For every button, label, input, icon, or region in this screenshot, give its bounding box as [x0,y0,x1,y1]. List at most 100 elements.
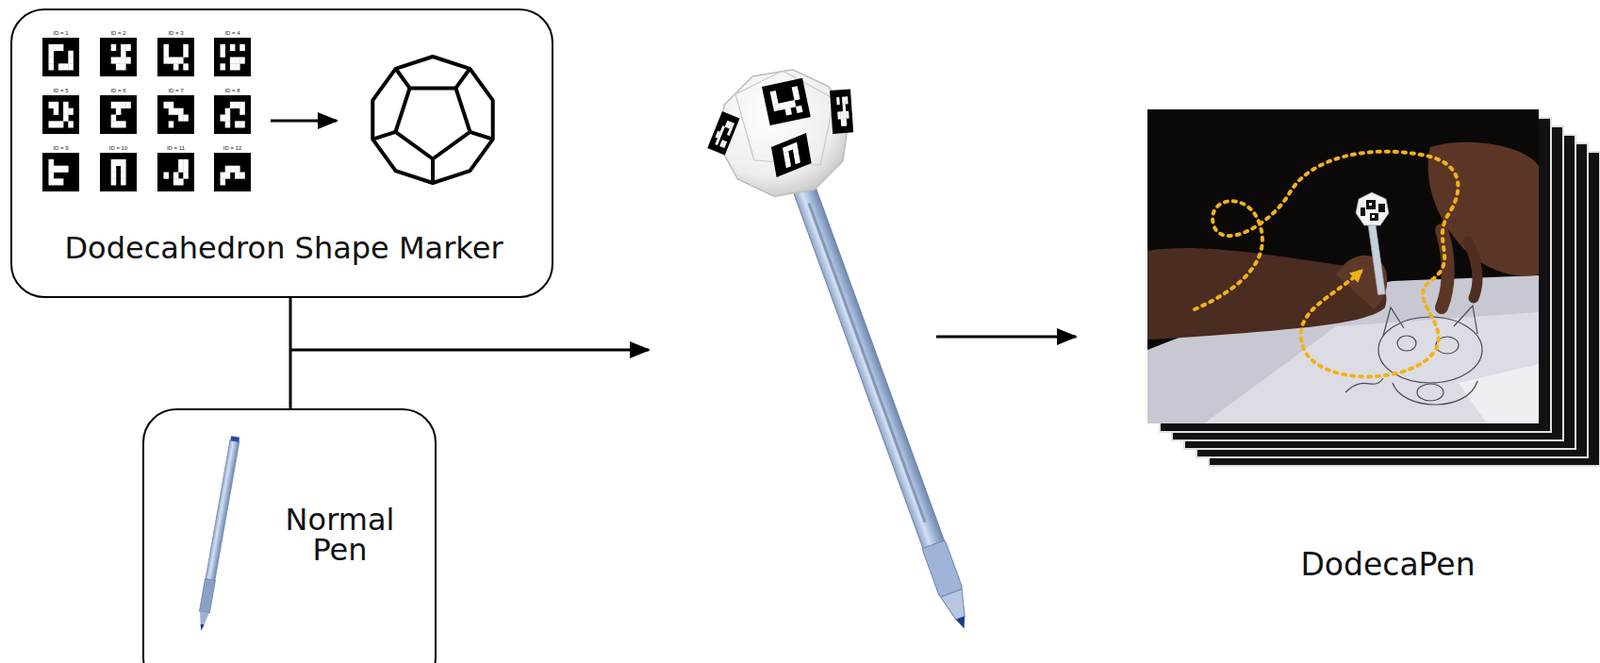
marker-id-label: ID = 8 [214,87,252,95]
marker-cell [178,165,184,173]
marker-cell [182,63,189,70]
pen-illustration [196,435,241,632]
marker-cell [63,101,69,109]
node-label: Normal Pen [266,504,413,565]
marker-cell [49,178,55,185]
marker-cell [230,57,236,65]
marker-cell [168,101,175,109]
marker-cell [120,63,127,70]
marker-cell [111,165,117,173]
marker-cell [63,63,69,70]
node-label: DodecaPen [1251,548,1525,580]
marker-cell [111,57,117,65]
marker-cell [58,44,65,51]
marker-cell [67,63,74,70]
marker-cell [178,115,184,122]
marker-cell [785,161,792,169]
marker-id-label: ID = 11 [157,145,196,152]
marker-cell [120,44,127,51]
marker-cell [234,120,241,128]
marker-cell [220,172,227,180]
marker-cell [795,105,804,114]
marker-cell [178,57,184,65]
marker-cell [49,120,55,128]
dodeca-edge [372,131,396,140]
marker-cell [115,120,121,128]
marker-id-label: ID = 2 [99,30,138,37]
marker-cell [63,115,69,122]
marker-cell [239,120,245,128]
marker-cell [164,172,170,180]
marker-cell [125,101,132,109]
marker-cell [729,122,735,131]
marker-cell [220,115,227,122]
marker-cell [220,63,227,70]
aruco-marker [157,152,195,192]
marker-cell [115,108,121,116]
dodeca-edge [430,159,435,183]
marker-cell [173,63,180,70]
marker-cell [714,137,720,146]
marker-cell [58,165,65,173]
marker-cell [63,108,69,116]
dodecapen-illustration [707,69,976,633]
marker-cell [225,165,231,173]
marker-cell [230,165,236,173]
aruco-marker [214,95,251,134]
marker-cell [67,57,74,65]
marker-cell [111,120,117,128]
marker-cell [111,115,117,122]
marker-cell [239,172,245,180]
ball-edge [735,94,755,161]
marker-cell [120,165,127,173]
marker-cell [67,120,74,128]
marker-cell [722,140,727,149]
marker-cell [164,44,170,51]
marker-cell [792,92,801,100]
marker-cell [220,50,227,58]
marker-cell [115,57,121,65]
marker-grid [42,37,251,192]
marker-cell [239,57,245,65]
aruco-marker [42,152,80,192]
marker-id-label: ID = 3 [157,30,196,37]
pen-box: Normal Pen [142,408,437,663]
marker-cell [173,172,180,180]
marker-cell [125,57,132,65]
dodeca-edge [470,131,494,140]
aruco-marker [707,111,740,155]
marker-cell [63,165,69,173]
face-marker [771,132,812,178]
marker-id-label: ID = 12 [214,145,252,152]
marker-cell [111,101,117,109]
marker-cell [120,178,127,185]
arrow [270,119,337,123]
marker-cell [67,50,74,58]
marker-cell [239,44,245,51]
marker-cell [234,172,241,180]
marker-cell [234,101,241,109]
marker-id-label: ID = 9 [42,145,81,152]
marker-cell [115,159,121,166]
marker-cell [717,131,723,140]
marker-cell [53,108,60,116]
marker-cell [234,57,241,65]
aruco-marker [157,37,195,77]
marker-cell [111,159,117,166]
aruco-marker [157,95,195,134]
marker-box: Dodecahedron Shape Marker [10,8,554,298]
marker-cell [230,44,236,51]
marker-cell [173,108,180,116]
face-marker [829,88,854,133]
marker-id-label: ID = 10 [99,145,138,152]
aruco-marker [829,88,854,133]
marker-cell [67,108,74,116]
face-marker [761,78,811,126]
marker-id-label: ID = 1 [42,30,81,37]
marker-cell [178,178,184,185]
marker-id-label: ID = 4 [214,30,252,37]
marker-cell [58,120,65,128]
marker-cell [49,165,55,173]
marker-cell [120,120,127,128]
aruco-marker [761,78,811,126]
